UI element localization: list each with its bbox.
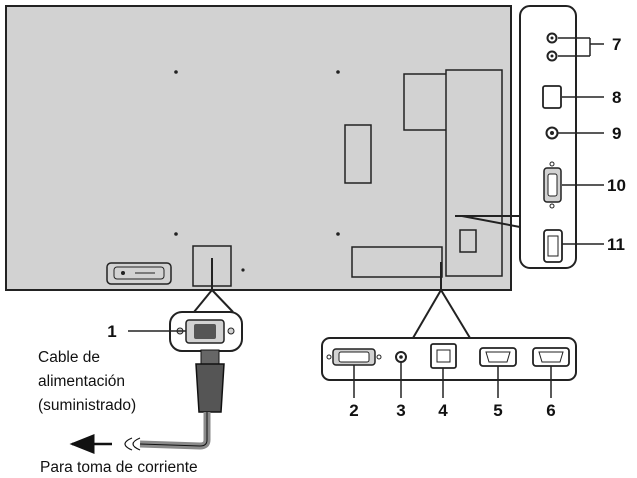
callout-4: 4 (438, 401, 448, 420)
callout-11: 11 (607, 235, 625, 254)
cable-label-line-1: Cable de (38, 349, 100, 366)
outlet-label: Para toma de corriente (40, 459, 198, 476)
side-panel-inset (455, 5, 604, 269)
callout-6: 6 (546, 401, 555, 420)
callout-7: 7 (612, 35, 621, 54)
callout-5: 5 (493, 401, 502, 420)
callout-9: 9 (612, 124, 621, 143)
callout-1: 1 (107, 322, 116, 341)
callout-2: 2 (349, 401, 358, 420)
callout-3: 3 (396, 401, 405, 420)
power-cable (69, 349, 225, 454)
monitor-rear-housing (5, 5, 512, 291)
callout-10: 10 (607, 176, 626, 195)
callout-8: 8 (612, 88, 621, 107)
cable-label-line-2: alimentación (38, 373, 125, 390)
cable-label-line-3: (suministrado) (38, 397, 136, 414)
handle-slot (106, 262, 172, 285)
bottom-panel-inset (321, 262, 577, 398)
